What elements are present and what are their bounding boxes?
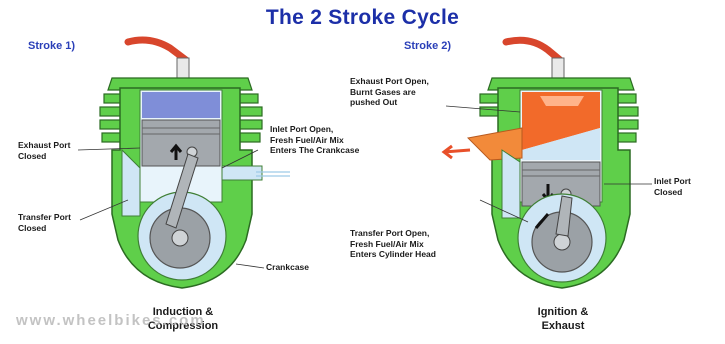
stroke-1-label: Stroke 1) [28,40,75,52]
stroke-2-exhaust-port-note: Exhaust Port Open, Burnt Gases are pushe… [350,76,429,108]
engine-stroke-2 [444,40,652,288]
spark-plug-1 [177,58,189,80]
exhaust-arrow-2 [444,146,470,158]
stroke-1-exhaust-port-note: Exhaust Port Closed [18,140,70,161]
spark-plug-2 [552,58,564,80]
stroke-2-inlet-port-note: Inlet Port Closed [654,176,691,197]
stroke-2-label: Stroke 2) [404,40,451,52]
stroke-2-transfer-port-note: Transfer Port Open, Fresh Fuel/Air Mix E… [350,228,436,260]
stroke-2-caption: Ignition & Exhaust [508,306,618,334]
stroke-1-transfer-port-note: Transfer Port Closed [18,212,71,233]
spark-plug-lead-1 [128,40,186,60]
engine-stroke-1 [78,40,290,288]
diagram-title: The 2 Stroke Cycle [0,6,725,30]
piston-1 [142,120,220,166]
stroke-1-inlet-port-note: Inlet Port Open, Fresh Fuel/Air Mix Ente… [270,124,359,156]
spark-plug-lead-2 [506,40,560,60]
stroke-1-crankcase-note: Crankcase [266,262,309,273]
watermark: www.wheelbikes.com [16,312,206,329]
transfer-port-2 [502,150,520,218]
inlet-passage-1 [222,166,262,180]
compressed-mix-1 [142,92,220,118]
exhaust-port-2 [468,128,522,160]
